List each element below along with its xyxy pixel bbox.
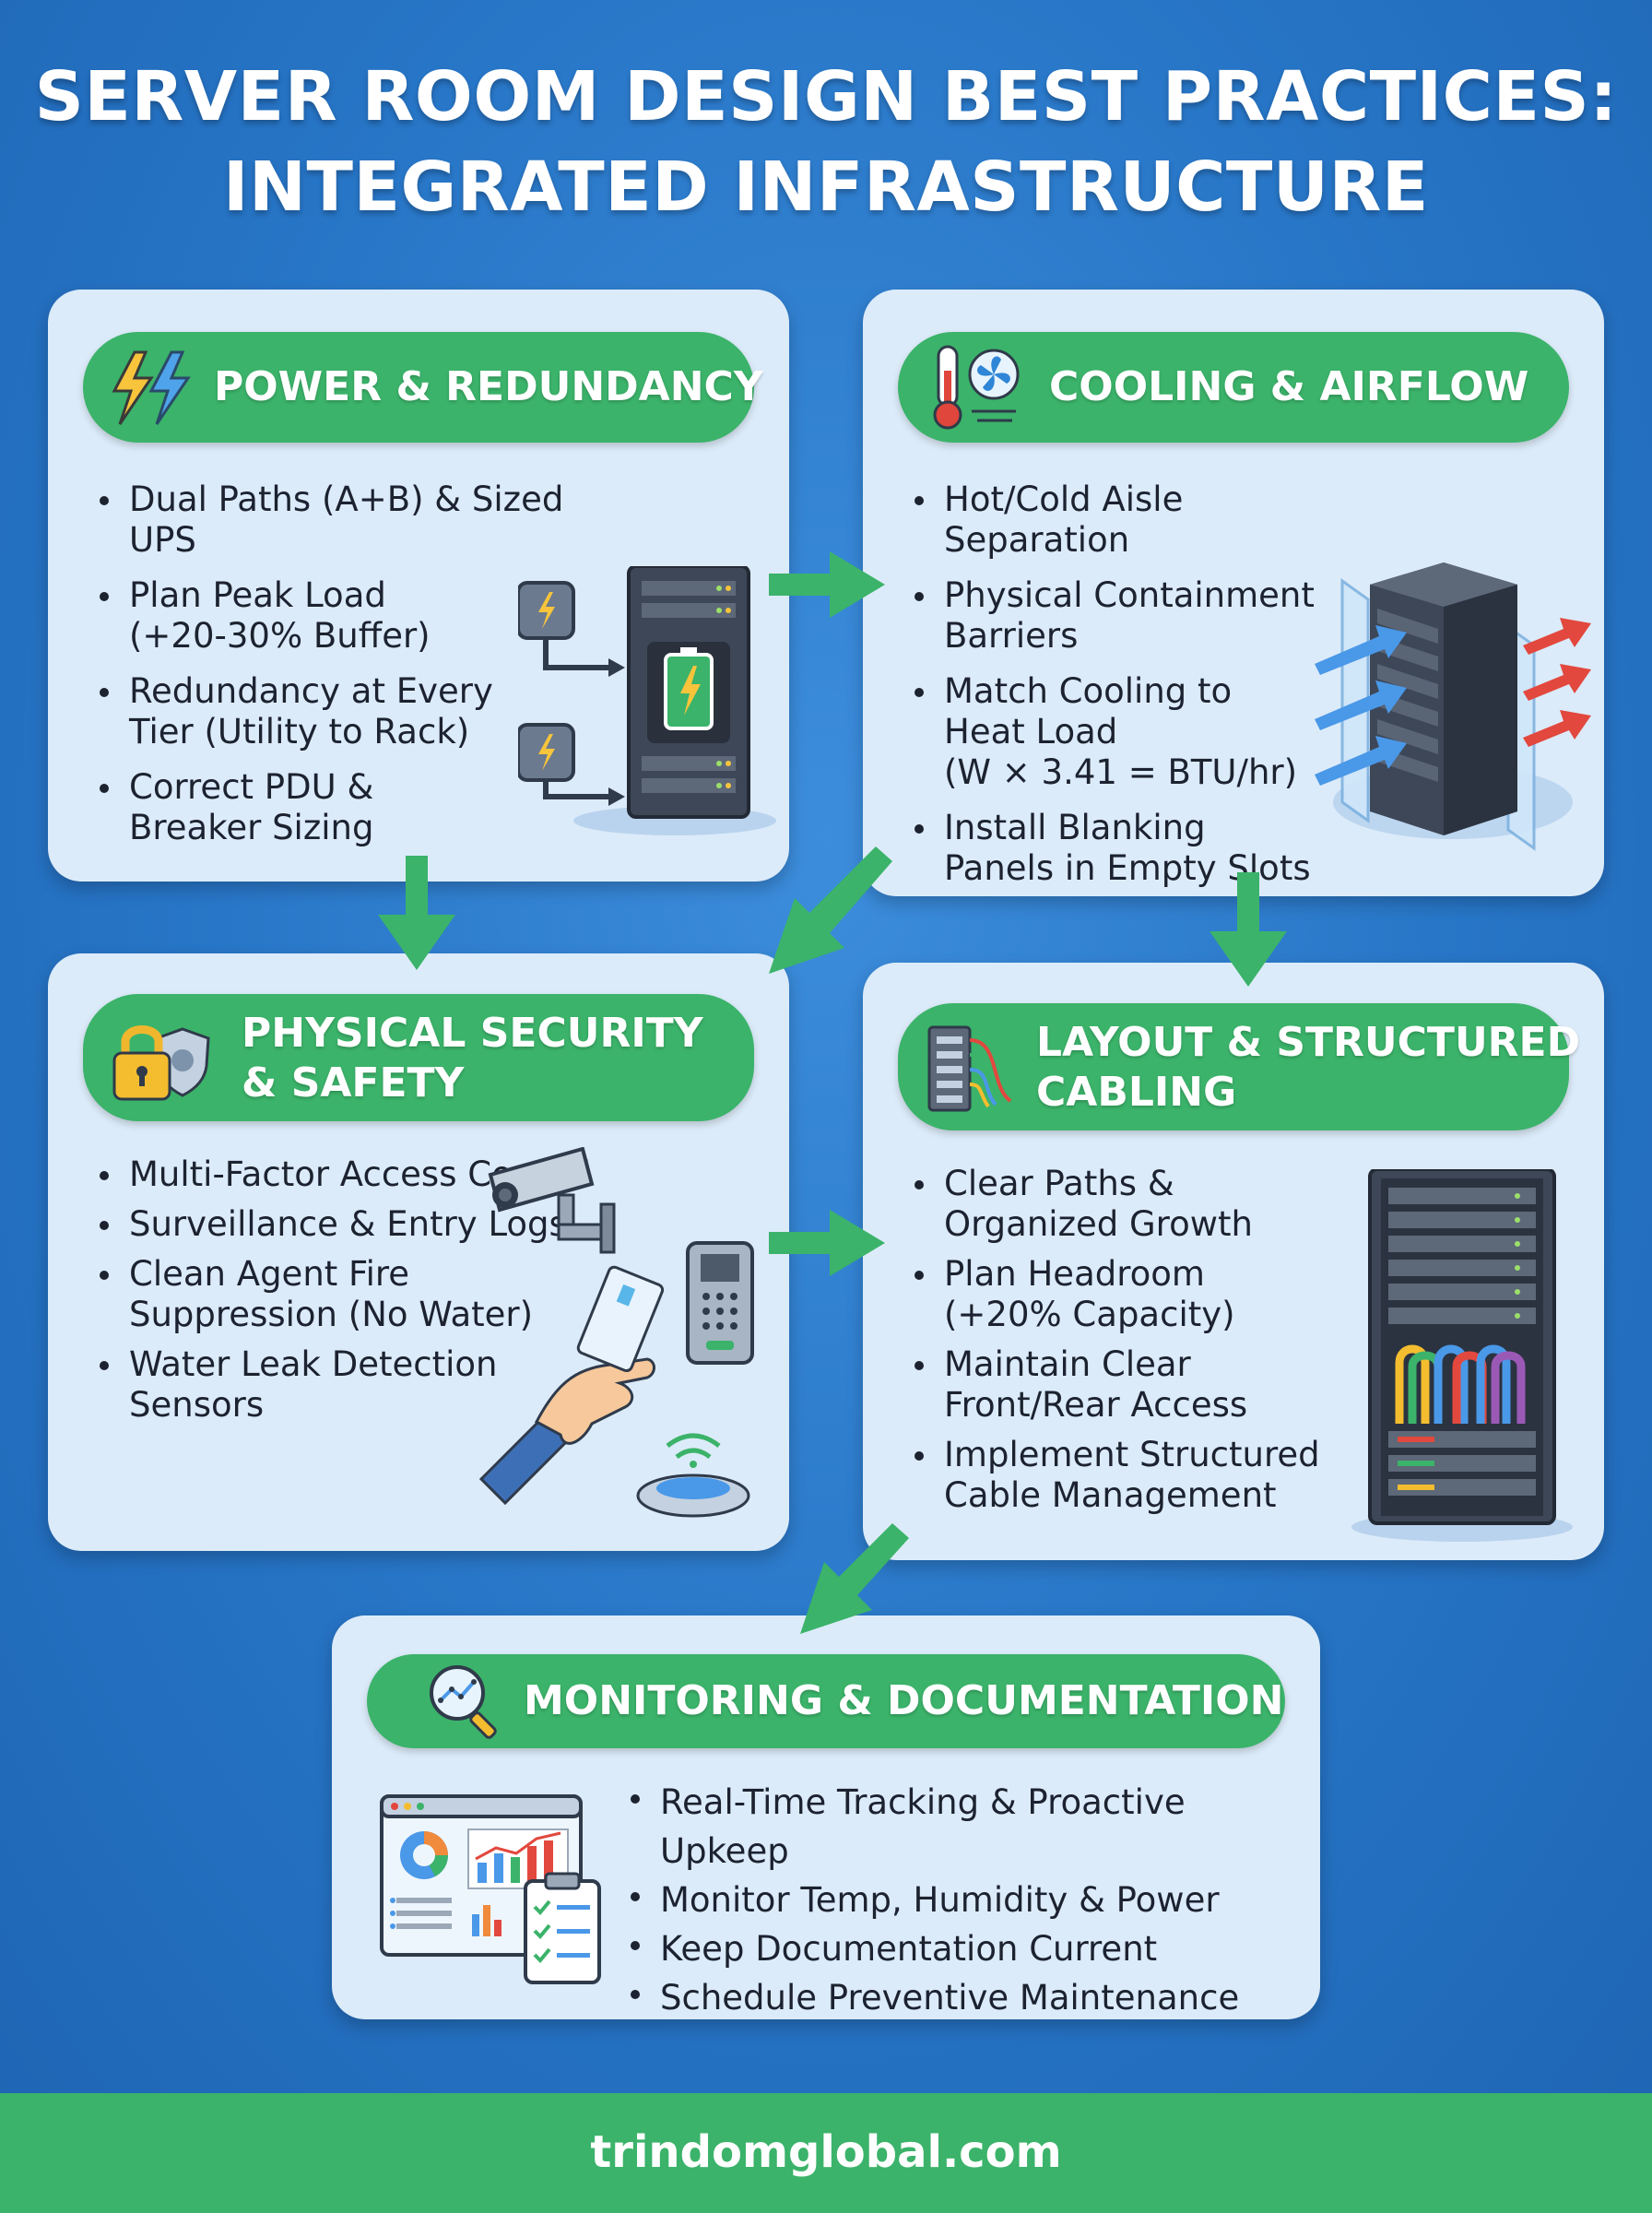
padlock-shield-icon	[112, 1025, 210, 1101]
cabling-list: Clear Paths & Organized Growth Plan Head…	[911, 1164, 1353, 1516]
security-list: Multi-Factor Access Control Surveillance…	[96, 1154, 612, 1426]
list-item: Monitor Temp, Humidity & Power	[627, 1876, 1291, 1924]
list-item: Clear Paths & Organized Growth	[911, 1164, 1353, 1245]
card-power: POWER & REDUNDANCY Dual Paths (A+B) & Si…	[48, 290, 789, 882]
arrow-power-to-cooling	[769, 551, 885, 618]
list-item: Schedule Preventive Maintenance	[627, 1973, 1291, 2022]
lightning-bolts-icon	[112, 350, 191, 425]
power-heading-pill: POWER & REDUNDANCY	[83, 332, 763, 443]
list-item: Match Cooling to Heat Load (W × 3.41 = B…	[911, 671, 1372, 793]
list-item: Dual Paths (A+B) & Sized UPS	[96, 479, 575, 561]
cabling-heading-line1: LAYOUT & STRUCTURED	[1036, 1019, 1581, 1066]
footer-website-link[interactable]: trindomglobal.com	[590, 2126, 1062, 2178]
list-item: Water Leak Detection Sensors	[96, 1344, 612, 1426]
list-item: Real-Time Tracking & Proactive Upkeep	[627, 1778, 1291, 1876]
magnifier-chart-icon	[430, 1665, 497, 1739]
monitoring-list: Real-Time Tracking & Proactive Upkeep Mo…	[627, 1778, 1291, 2022]
list-item: Correct PDU & Breaker Sizing	[96, 767, 575, 848]
camera-icon	[488, 1147, 616, 1254]
security-heading-line2: & SAFETY	[242, 1059, 465, 1106]
list-item: Implement Structured Cable Management	[911, 1435, 1353, 1516]
page-subtitle: INTEGRATED INFRASTRUCTURE	[223, 148, 1429, 227]
cabling-heading-pill: LAYOUT & STRUCTURED CABLING	[898, 1003, 1580, 1130]
security-heading-pill: PHYSICAL SECURITY & SAFETY	[83, 994, 754, 1121]
arrow-power-to-security	[378, 856, 455, 970]
access-control-illustration	[478, 1147, 754, 1518]
arrow-cooling-to-security	[769, 846, 892, 974]
list-item: Hot/Cold Aisle Separation	[911, 479, 1372, 561]
card-security: PHYSICAL SECURITY & SAFETY Multi-Factor …	[48, 953, 789, 1551]
cooling-list: Hot/Cold Aisle Separation Physical Conta…	[911, 479, 1372, 889]
list-item: Plan Headroom (+20% Capacity)	[911, 1254, 1353, 1335]
monitoring-heading-pill: MONITORING & DOCUMENTATION	[367, 1654, 1285, 1748]
thermometer-fan-icon	[933, 345, 1020, 430]
cooling-heading-pill: COOLING & AIRFLOW	[898, 332, 1569, 443]
list-item: Keep Documentation Current	[627, 1924, 1291, 1973]
cooling-heading: COOLING & AIRFLOW	[1049, 363, 1529, 410]
list-item: Physical Containment Barriers	[911, 575, 1372, 657]
arrow-security-to-cabling	[769, 1210, 885, 1276]
monitoring-heading: MONITORING & DOCUMENTATION	[524, 1677, 1284, 1724]
arrow-cooling-to-cabling	[1210, 872, 1287, 987]
list-item: Redundancy at Every Tier (Utility to Rac…	[96, 671, 575, 752]
patch-panel-icon	[927, 1025, 1012, 1112]
list-item: Install Blanking Panels in Empty Slots	[911, 808, 1372, 889]
card-cooling: COOLING & AIRFLOW Hot/Cold Aisle Separat…	[863, 290, 1604, 896]
ups-rack-illustration	[518, 566, 776, 835]
power-heading: POWER & REDUNDANCY	[214, 363, 763, 410]
security-heading-line1: PHYSICAL SECURITY	[242, 1010, 703, 1057]
footer: trindomglobal.com	[0, 2093, 1652, 2213]
list-item: Maintain Clear Front/Rear Access	[911, 1344, 1353, 1426]
arrow-cabling-to-monitoring	[800, 1523, 909, 1634]
list-item: Clean Agent Fire Suppression (No Water)	[96, 1254, 612, 1335]
page-title: SERVER ROOM DESIGN BEST PRACTICES:	[34, 57, 1618, 136]
dashboard-illustration	[380, 1794, 601, 1984]
card-cabling: LAYOUT & STRUCTURED CABLING Clear Paths …	[863, 963, 1604, 1560]
card-monitoring: MONITORING & DOCUMENTATION Real-Time Tra…	[332, 1615, 1320, 2019]
cable-rack-illustration	[1351, 1169, 1573, 1542]
cabling-heading-line2: CABLING	[1036, 1069, 1237, 1116]
list-item: Surveillance & Entry Logs	[96, 1204, 612, 1245]
list-item: Plan Peak Load (+20-30% Buffer)	[96, 575, 575, 657]
power-list: Dual Paths (A+B) & Sized UPS Plan Peak L…	[96, 479, 575, 848]
airflow-rack-illustration	[1315, 562, 1591, 851]
